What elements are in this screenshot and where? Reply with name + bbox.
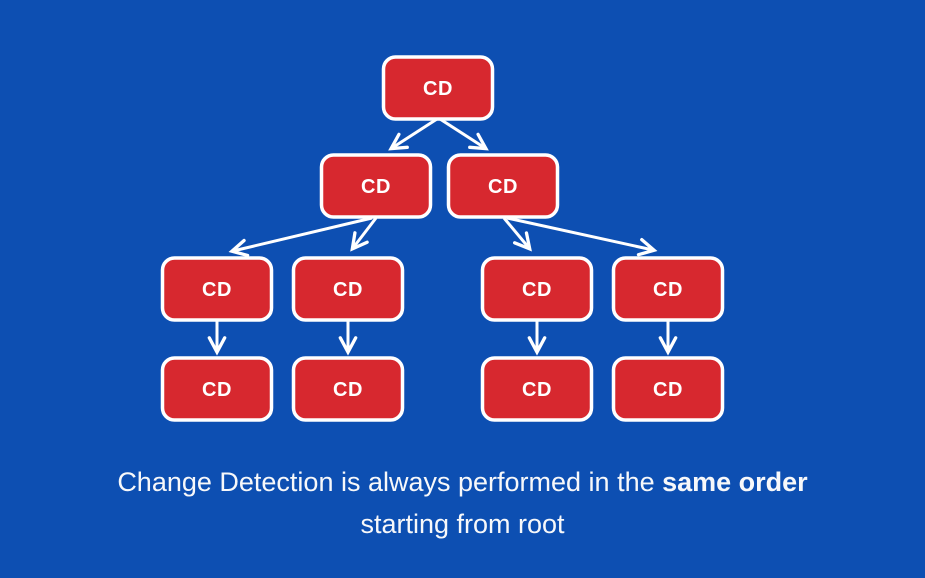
change-detection-tree-diagram: CD CD CD CD CD CD CD CD <box>160 55 725 422</box>
tree-node-grandchild-1: CD <box>160 256 274 322</box>
tree-node-leaf-4: CD <box>611 356 725 422</box>
tree-node-child-left: CD <box>319 153 433 219</box>
node-box <box>611 356 725 422</box>
node-label: CD <box>202 379 232 401</box>
edge-root-to-child-right <box>439 117 489 151</box>
edge-child-left-to-grandchild-1 <box>228 216 373 258</box>
node-box <box>319 153 433 219</box>
node-box <box>160 356 274 422</box>
tree-node-child-right: CD <box>446 153 560 219</box>
edge-child-right-to-grandchild-3 <box>502 217 532 252</box>
tree-node-grandchild-2: CD <box>291 256 405 322</box>
node-box <box>291 256 405 322</box>
tree-node-leaf-1: CD <box>160 356 274 422</box>
node-label: CD <box>333 379 363 401</box>
tree-node-grandchild-3: CD <box>480 256 594 322</box>
node-label: CD <box>488 176 518 198</box>
tree-node-leaf-3: CD <box>480 356 594 422</box>
node-label: CD <box>522 279 552 301</box>
tree-node-leaf-2: CD <box>291 356 405 422</box>
node-label: CD <box>522 379 552 401</box>
tree-edges <box>207 117 678 356</box>
caption-line1-regular: Change Detection is always performed in … <box>117 467 663 497</box>
caption-line2: starting from root <box>360 509 565 539</box>
node-box <box>291 356 405 422</box>
node-label: CD <box>202 279 232 301</box>
node-label: CD <box>423 78 453 100</box>
edge-child-left-to-grandchild-2 <box>350 217 378 252</box>
caption: Change Detection is always performed in … <box>0 461 925 545</box>
edge-root-to-child-left <box>388 117 438 151</box>
node-label: CD <box>361 176 391 198</box>
node-label: CD <box>333 279 363 301</box>
node-box <box>160 256 274 322</box>
node-box <box>480 256 594 322</box>
edge-child-right-to-grandchild-4 <box>506 216 658 257</box>
node-box <box>381 55 495 121</box>
node-label: CD <box>653 279 683 301</box>
tree-node-grandchild-4: CD <box>611 256 725 322</box>
caption-line1: Change Detection is always performed in … <box>0 461 925 503</box>
node-label: CD <box>653 379 683 401</box>
node-box <box>446 153 560 219</box>
tree-nodes: CD CD CD CD CD CD CD CD <box>160 55 725 422</box>
tree-node-root: CD <box>381 55 495 121</box>
node-box <box>480 356 594 422</box>
caption-line1-bold: same order <box>662 467 808 497</box>
node-box <box>611 256 725 322</box>
